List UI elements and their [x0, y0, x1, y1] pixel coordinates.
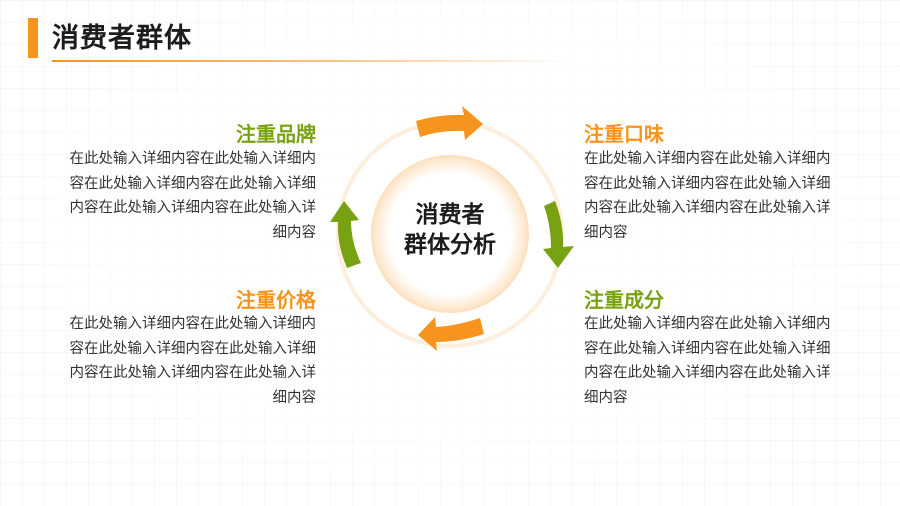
title-accent-bar	[28, 18, 38, 58]
center-label-line2: 群体分析	[404, 232, 496, 258]
arrow-top-icon	[416, 106, 483, 140]
taste-heading: 注重口味	[584, 122, 664, 146]
page-title: 消费者群体	[52, 23, 192, 54]
arrow-left-icon	[330, 201, 361, 268]
taste-text: 在此处输入详细内容在此处输入详细内容在此处输入详细内容在此处输入详细内容在此处输…	[584, 151, 831, 241]
ingredient-text: 在此处输入详细内容在此处输入详细内容在此处输入详细内容在此处输入详细内容在此处输…	[584, 316, 831, 406]
center-label: 消费者 群体分析	[392, 200, 508, 260]
brand-text: 在此处输入详细内容在此处输入详细内容在此处输入详细内容在此处输入详细内容在此处输…	[69, 151, 317, 241]
arrow-bottom-icon	[418, 317, 484, 351]
title-underline	[52, 60, 572, 62]
price-heading: 注重价格	[236, 288, 316, 312]
inner-circle	[371, 155, 529, 313]
center-label-line1: 消费者	[415, 202, 485, 228]
arrow-right-icon	[543, 201, 574, 268]
brand-heading: 注重品牌	[236, 122, 316, 146]
price-text: 在此处输入详细内容在此处输入详细内容在此处输入详细内容在此处输入详细内容在此处输…	[69, 316, 317, 406]
ingredient-heading: 注重成分	[584, 288, 664, 312]
